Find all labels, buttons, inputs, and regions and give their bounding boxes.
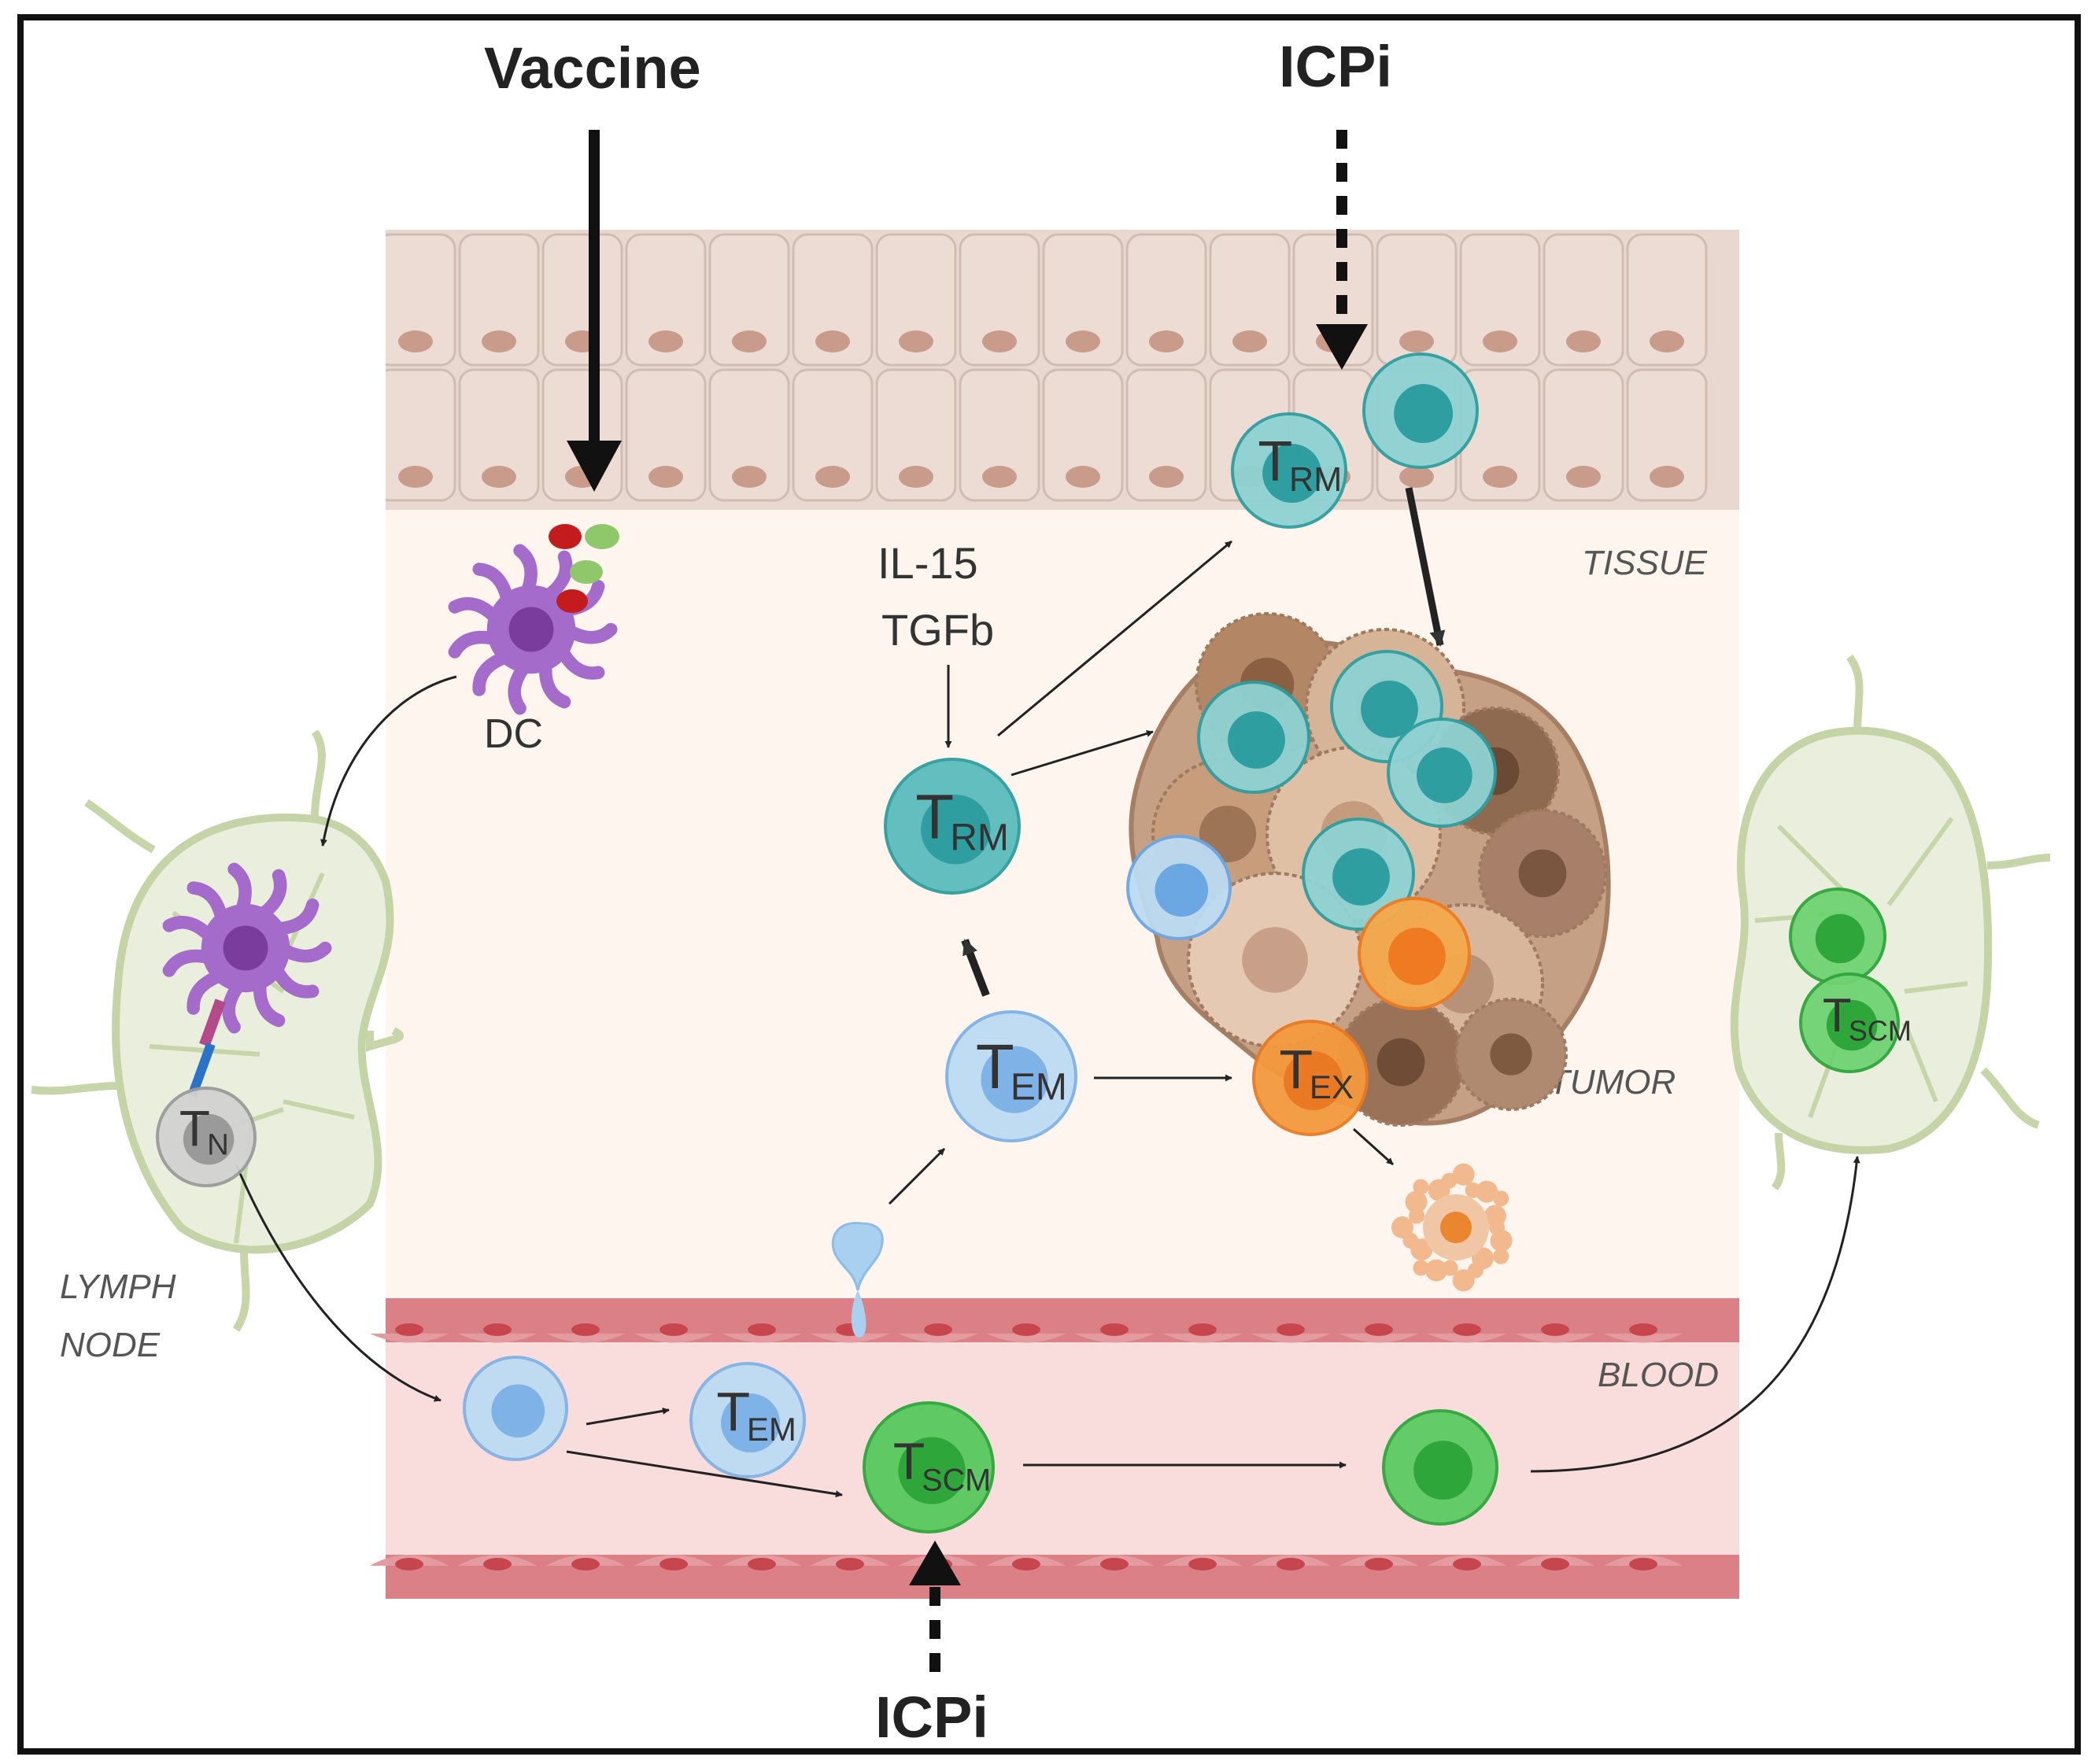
tscm-cell-blood-label: T — [893, 1432, 925, 1490]
tumor-label: TUMOR — [1549, 1063, 1676, 1102]
epithelium-layer — [362, 228, 1763, 511]
dc-label: DC — [484, 711, 543, 757]
tissue-label: TISSUE — [1582, 544, 1708, 582]
tex-cell-tumor-subscript: EX — [1310, 1068, 1354, 1105]
vaccine-label: Vaccine — [484, 35, 701, 101]
dendritic-cell-tissue — [448, 544, 618, 715]
arrow-tissue-trm-to-tumor — [1405, 487, 1446, 647]
arrow-tn-to-blood — [235, 1164, 442, 1402]
tscm-cell-node-top — [1789, 888, 1886, 985]
il15-label: IL-15 — [878, 538, 978, 588]
tscm-cell-node-label: T — [1823, 989, 1852, 1042]
trm-cell-tissue: TRM — [1231, 412, 1347, 529]
tgfb-label: TGFb — [881, 605, 994, 655]
extravasating-cell — [831, 1222, 884, 1338]
flow-arrows — [235, 540, 1860, 1498]
trm-cell-center-label: T — [915, 781, 954, 851]
tscm-cell-circulating — [1382, 1409, 1498, 1526]
trm-cell-tumor-3 — [1387, 718, 1497, 828]
trm-cell-tumor-1 — [1197, 681, 1310, 794]
icpi-bottom-label: ICPi — [875, 1685, 988, 1750]
trm-cell-tumor-4 — [1302, 817, 1415, 931]
arrow-trm-to-tissue-trm — [997, 540, 1232, 737]
tem-cell-center-label: T — [976, 1031, 1014, 1102]
lymph-label: LYMPH — [60, 1268, 176, 1306]
tem-cell-center: TEM — [945, 1010, 1077, 1142]
tcr-synapse — [187, 998, 226, 1098]
icpi-top-arrow-head — [1316, 324, 1368, 370]
tem-cell-tumor — [1126, 835, 1232, 940]
arrow-blood-to-tem — [586, 1407, 670, 1426]
trm-cell-center: TRM — [884, 758, 1021, 895]
tn-cell-node-label: T — [179, 1100, 210, 1157]
tn-cell-node: TN — [156, 1087, 257, 1187]
tscm-cell-blood-subscript: SCM — [922, 1463, 991, 1498]
arrow-dc-to-node — [320, 675, 457, 847]
arrow-droplet-to-tem — [888, 1147, 946, 1205]
blood-cell-precursor — [463, 1356, 568, 1461]
icpi-bottom-arrow-head — [909, 1541, 961, 1585]
tem-cell-blood-subscript: EM — [747, 1411, 796, 1448]
apoptotic-cell — [1391, 1163, 1513, 1292]
arrow-blood-to-tscm — [566, 1450, 843, 1498]
vaccine-arrow-head — [567, 441, 622, 492]
tscm-cell-node-subscript: SCM — [1849, 1014, 1912, 1046]
tn-cell-node-subscript: N — [207, 1127, 229, 1161]
arrow-trm-to-tumor — [1011, 730, 1154, 777]
tex-cell-tumor: TEX — [1252, 1020, 1369, 1136]
arrow-tem-to-trm — [961, 939, 990, 997]
arrow-green-to-node — [1530, 1156, 1860, 1473]
node-label: NODE — [60, 1326, 161, 1364]
tem-cell-blood: TEM — [689, 1362, 806, 1478]
blood-vessel — [370, 1298, 1739, 1599]
blood-label: BLOOD — [1598, 1356, 1719, 1394]
antigen-particles — [549, 524, 619, 613]
trm-cell-tissue-label: T — [1258, 430, 1292, 493]
tem-cell-blood-label: T — [716, 1381, 750, 1442]
icpi-top-label: ICPi — [1279, 34, 1392, 99]
trm-cell-center-subscript: RM — [950, 817, 1009, 859]
tem-cell-center-subscript: EM — [1011, 1067, 1067, 1109]
dendritic-cell-node — [162, 862, 332, 1034]
arrow-tex-to-dead-cell — [1352, 1127, 1395, 1166]
trm-cell-tissue-subscript: RM — [1289, 461, 1342, 499]
tex-cell-tumor-inner — [1358, 897, 1471, 1010]
trm-cell-tissue-2 — [1362, 352, 1479, 469]
tex-cell-tumor-label: T — [1279, 1039, 1313, 1100]
